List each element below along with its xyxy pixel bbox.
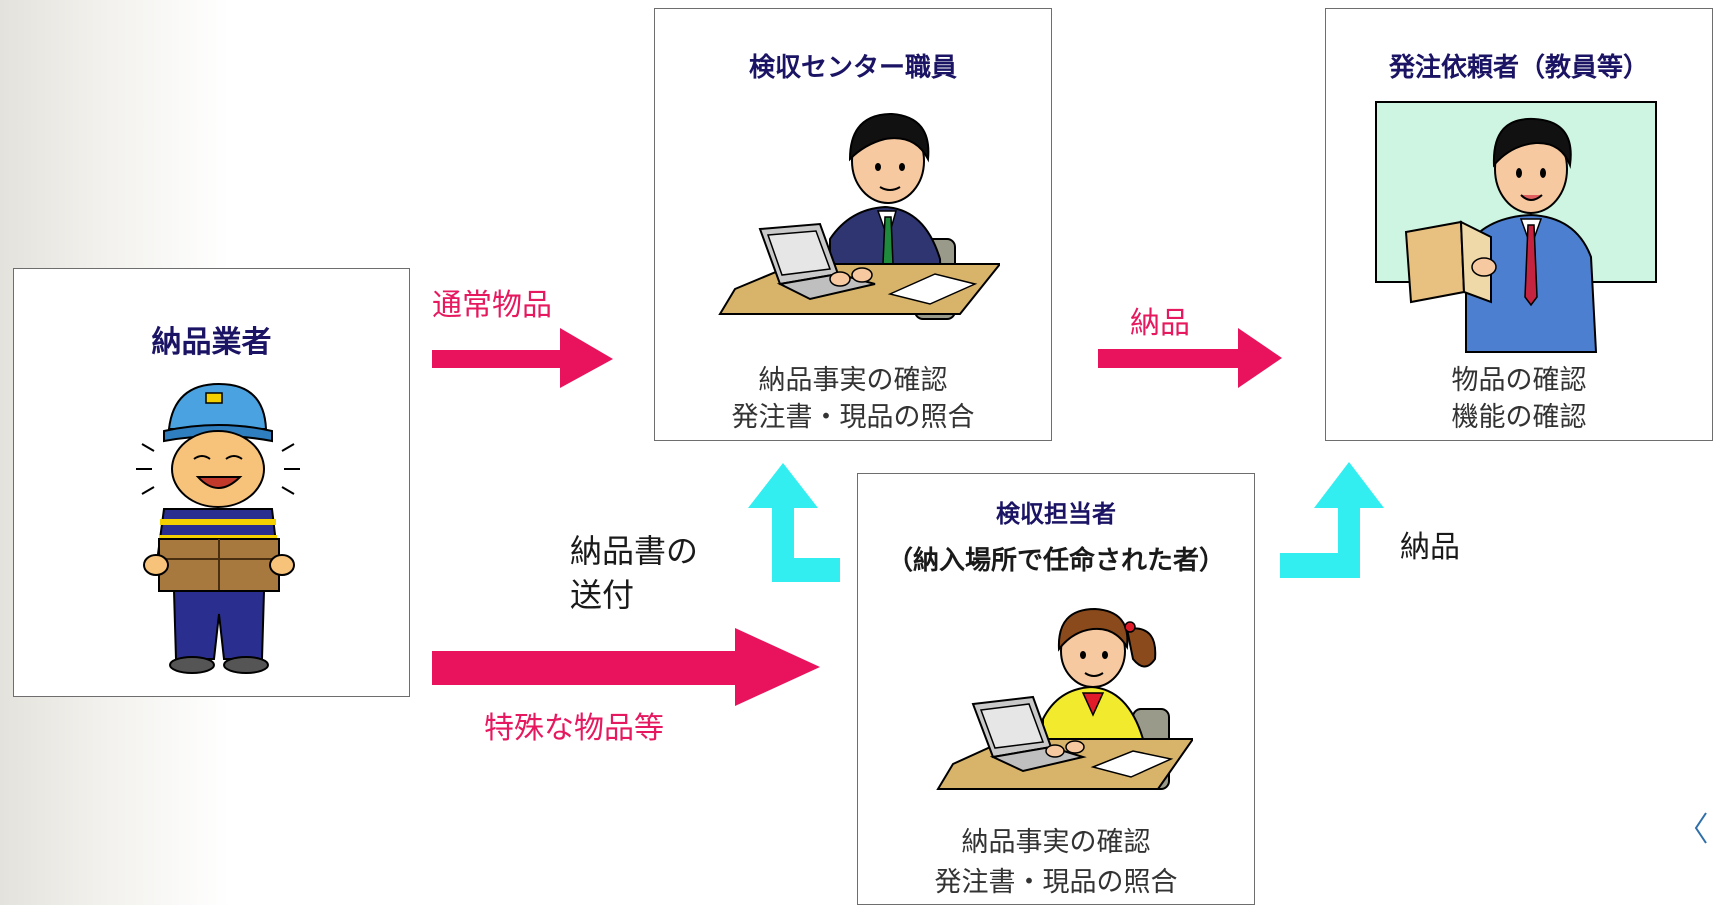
center-staff-caption-1: 納品事実の確認 xyxy=(758,365,948,396)
slip-sending-arrow xyxy=(748,463,840,582)
vendor-box: 納品業者 xyxy=(13,268,410,697)
chevron-left-icon xyxy=(1694,812,1707,844)
slip-sending-label-line2: 送付 xyxy=(570,576,635,614)
center-staff-caption-2: 発注書・現品の照合 xyxy=(731,402,975,433)
vendor-title: 納品業者 xyxy=(151,325,272,360)
inspector-box: 検収担当者 （納入場所で任命された者） 納品事実の確認 発注書・現品の照合 xyxy=(857,473,1255,905)
inspector-subtitle: （納入場所で任命された者） xyxy=(886,546,1225,576)
requester-caption-2: 機能の確認 xyxy=(1451,402,1587,433)
inspector-caption-2: 発注書・現品の照合 xyxy=(934,867,1178,898)
delivery-top-arrow xyxy=(1098,328,1282,388)
center-staff-illustration xyxy=(718,112,1000,320)
special-goods-arrow xyxy=(432,628,820,706)
normal-goods-label: 通常物品 xyxy=(432,288,552,323)
inspector-title: 検収担当者 xyxy=(996,500,1116,528)
delivery-bottom-arrow xyxy=(1280,462,1384,578)
inspector-illustration xyxy=(936,607,1193,790)
requester-box: 発注依頼者（教員等） 物品の確認 機能の確認 xyxy=(1325,8,1713,441)
delivery-man-illustration xyxy=(136,382,300,674)
delivery-bottom-label: 納品 xyxy=(1400,530,1460,565)
requester-illustration xyxy=(1375,101,1657,353)
inspector-caption-1: 納品事実の確認 xyxy=(961,827,1151,858)
center-staff-box: 検収センター職員 納品事実の確認 発注書・現品の照合 xyxy=(654,8,1052,441)
special-goods-label: 特殊な物品等 xyxy=(484,711,664,746)
center-staff-title: 検収センター職員 xyxy=(748,53,957,83)
normal-goods-arrow xyxy=(432,328,613,388)
requester-caption-1: 物品の確認 xyxy=(1451,365,1587,396)
slip-sending-label-line1: 納品書の xyxy=(570,532,699,570)
delivery-top-label: 納品 xyxy=(1130,306,1190,341)
requester-title: 発注依頼者（教員等） xyxy=(1388,53,1649,83)
